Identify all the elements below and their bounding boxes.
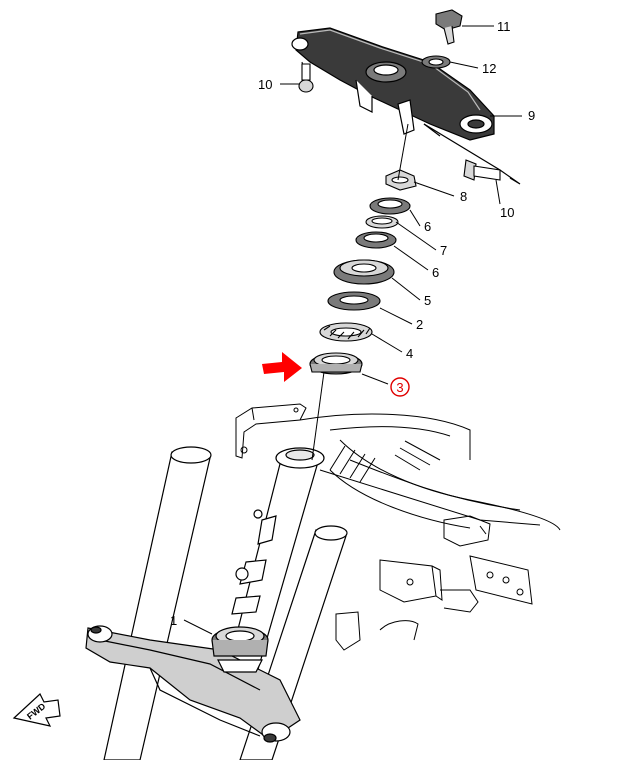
lock-washer-part-8	[385, 169, 417, 191]
washer-part-12	[421, 55, 451, 69]
callout-4: 4	[406, 346, 413, 361]
callout-1: 1	[170, 613, 177, 628]
callout-12: 12	[482, 61, 496, 76]
callout-6-lower: 6	[432, 265, 439, 280]
callout-3: 3	[396, 380, 403, 395]
callout-11: 11	[497, 19, 511, 34]
upper-bracket-part-9	[291, 27, 521, 185]
callout-2: 2	[416, 317, 423, 332]
lower-bracket	[85, 625, 301, 743]
washer-part-7	[365, 215, 399, 229]
bolt-part-10-upper	[298, 61, 314, 93]
callout-5: 5	[424, 293, 431, 308]
assembly-axis-line	[311, 123, 409, 461]
red-pointer-arrow-icon	[262, 352, 302, 382]
highlighted-callout-3: 3	[390, 377, 410, 397]
bearing-cover-part-5	[333, 259, 395, 285]
lower-bearing-part-1	[211, 626, 269, 673]
bearing-race-part-2	[327, 291, 381, 311]
bolt-part-11	[435, 9, 463, 45]
callout-9: 9	[528, 108, 535, 123]
fwd-direction-icon: FWD	[12, 693, 61, 727]
callout-7: 7	[440, 243, 447, 258]
ring-nut-part-6-lower	[355, 231, 397, 249]
ball-bearing-part-4	[319, 322, 373, 342]
dust-seal-part-3	[309, 352, 363, 375]
callout-10-upper: 10	[258, 77, 272, 92]
bolt-part-10-right	[463, 159, 501, 181]
callout-8: 8	[460, 189, 467, 204]
callout-10-right: 10	[500, 205, 514, 220]
callout-labels: 11 12 10 9 8 10 6 7 6 5 2 4 1	[170, 19, 535, 628]
ring-nut-part-6-upper	[369, 197, 411, 215]
leader-lines	[183, 25, 522, 635]
frame-linework	[235, 403, 561, 651]
callout-6-upper: 6	[424, 219, 431, 234]
